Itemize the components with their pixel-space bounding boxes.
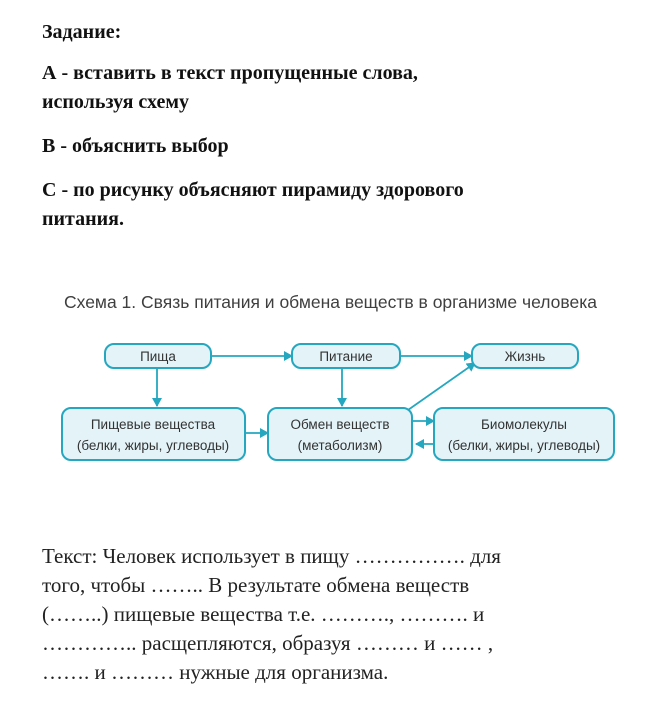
text-line-1: Текст: Человек использует в пищу ……………. … [42, 544, 501, 568]
text-line-4: ………….. расщепляются, образуя ……… и …… , [42, 631, 494, 655]
box-biomolecules-line1: Биомолекулы [481, 417, 567, 432]
text-line-3: (……..) пищевые вещества т.е. ………., ………. … [42, 602, 485, 626]
scheme-title: Схема 1. Связь питания и обмена веществ … [64, 292, 597, 312]
task-b: В - объяснить выбор [42, 135, 229, 157]
task-heading: Задание: [42, 21, 122, 43]
box-food: Пища [104, 343, 212, 369]
box-metabolism-line1: Обмен веществ [290, 417, 389, 432]
box-nutrients-line1: Пищевые вещества [91, 417, 216, 432]
exercise-text: Текст: Человек использует в пищу ……………. … [42, 542, 642, 687]
box-metabolism: Обмен веществ (метаболизм) [267, 407, 413, 461]
box-nutrients: Пищевые вещества (белки, жиры, углеводы) [61, 407, 246, 461]
task-a-line2: используя схему [42, 91, 190, 113]
task-a-line1: А - вставить в текст пропущенные слова, [42, 62, 418, 84]
task-section: Задание: А - вставить в текст пропущенны… [42, 18, 632, 249]
box-food-label: Пища [140, 349, 176, 364]
task-c-line2: питания. [42, 208, 124, 230]
box-nutrients-line2: (белки, жиры, углеводы) [77, 438, 229, 453]
task-a: А - вставить в текст пропущенные слова, … [42, 59, 632, 117]
box-nutrition: Питание [291, 343, 401, 369]
scheme-diagram: Пища Питание Жизнь Пищевые вещества (бел… [61, 343, 615, 461]
task-c: С - по рисунку объясняют пирамиду здоров… [42, 176, 632, 234]
text-line-5: ……. и ……… нужные для организма. [42, 660, 389, 684]
box-life: Жизнь [471, 343, 579, 369]
arrow-metabolism-to-life [407, 362, 476, 411]
box-biomolecules: Биомолекулы (белки, жиры, углеводы) [433, 407, 615, 461]
box-nutrition-label: Питание [319, 349, 372, 364]
text-line-2: того, чтобы …….. В результате обмена вещ… [42, 573, 470, 597]
box-biomolecules-line2: (белки, жиры, углеводы) [448, 438, 600, 453]
box-metabolism-line2: (метаболизм) [298, 438, 383, 453]
box-life-label: Жизнь [505, 349, 546, 364]
task-c-line1: С - по рисунку объясняют пирамиду здоров… [42, 179, 464, 201]
